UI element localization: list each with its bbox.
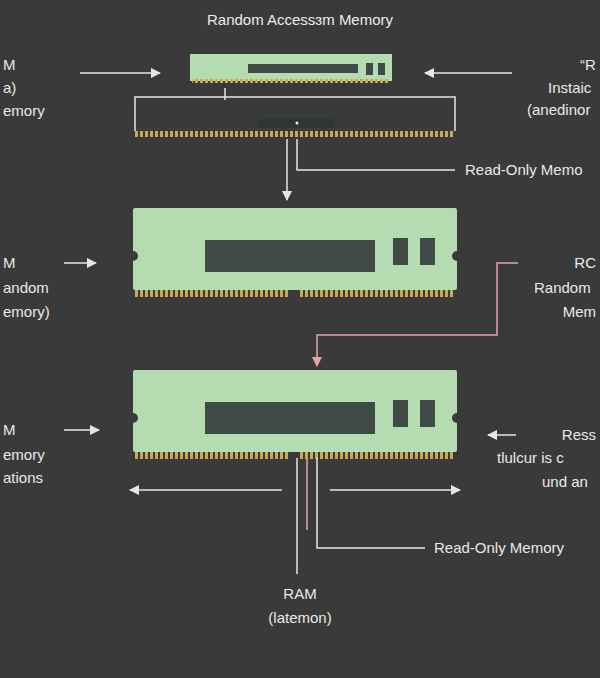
part-label: Read-Only Memo bbox=[465, 161, 583, 179]
leader-lines bbox=[64, 73, 516, 574]
title: Random Accessɜm Memory bbox=[207, 11, 393, 29]
side-label: “R bbox=[580, 56, 596, 74]
side-label: a) bbox=[3, 79, 16, 97]
bracket bbox=[135, 88, 455, 131]
side-label: M bbox=[3, 56, 16, 74]
side-label: (anedinor bbox=[527, 101, 590, 119]
side-label: ations bbox=[3, 469, 43, 487]
side-label: RC bbox=[574, 254, 596, 272]
side-label: M bbox=[3, 421, 16, 439]
side-label: und an bbox=[542, 473, 588, 491]
part-label: Read-Only Memory bbox=[434, 539, 564, 557]
ram-stick bbox=[128, 370, 462, 459]
side-label: emory) bbox=[3, 303, 50, 321]
dot bbox=[296, 122, 299, 125]
side-label: emory bbox=[3, 446, 45, 464]
side-label: Random bbox=[534, 279, 591, 297]
part-label: (latemon) bbox=[268, 609, 331, 627]
side-label: Mem bbox=[563, 303, 596, 321]
pin-row bbox=[135, 131, 455, 137]
side-label: tlulcur is c bbox=[497, 449, 564, 467]
side-label: emory bbox=[3, 102, 45, 120]
side-label: Ress bbox=[562, 426, 596, 444]
pink-leader bbox=[307, 263, 518, 530]
side-label: Instaic bbox=[548, 79, 591, 97]
side-label: M bbox=[3, 254, 16, 272]
chip bbox=[258, 119, 335, 128]
ram-stick bbox=[190, 54, 392, 83]
ram-stick bbox=[128, 208, 462, 297]
side-label: andom bbox=[3, 279, 49, 297]
part-label: RAM bbox=[283, 585, 316, 603]
